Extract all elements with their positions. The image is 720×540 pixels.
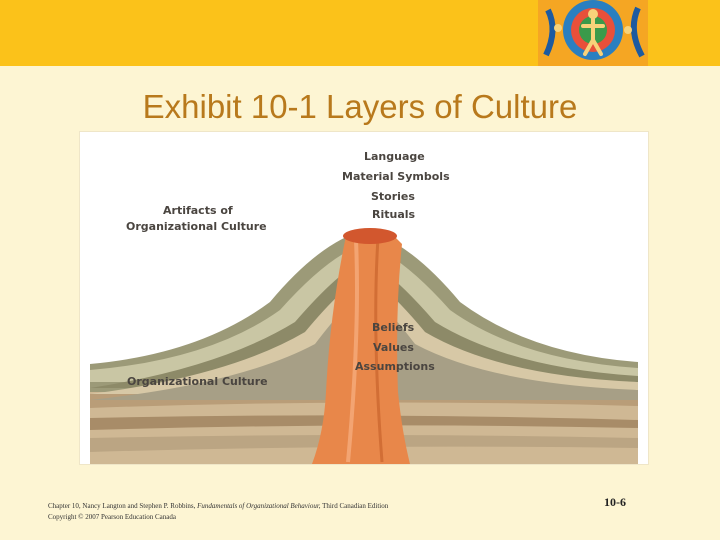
artifacts-label-line2: Organizational Culture xyxy=(126,220,267,233)
layers-of-culture-illustration: Language Material Symbols Stories Ritual… xyxy=(80,132,648,464)
organizational-culture-label: Organizational Culture xyxy=(127,375,268,388)
footer-prefix: Chapter 10, Nancy Langton and Stephen P.… xyxy=(48,502,197,510)
artifact-item-stories: Stories xyxy=(371,190,415,203)
footer-copyright: Copyright © 2007 Pearson Education Canad… xyxy=(48,512,388,523)
core-item-values: Values xyxy=(373,341,414,354)
core-item-beliefs: Beliefs xyxy=(372,321,414,334)
footer-citation: Chapter 10, Nancy Langton and Stephen P.… xyxy=(48,501,388,523)
core-item-assumptions: Assumptions xyxy=(355,360,435,373)
dancing-figures-logo-icon xyxy=(538,0,648,66)
artifact-item-material-symbols: Material Symbols xyxy=(342,170,450,183)
artifacts-label-line1: Artifacts of xyxy=(163,204,233,217)
artifact-item-language: Language xyxy=(364,150,425,163)
footer-book-title: Fundamentals of Organizational Behaviour… xyxy=(197,502,320,510)
slide-title: Exhibit 10-1 Layers of Culture xyxy=(0,88,720,126)
artifact-item-rituals: Rituals xyxy=(372,208,415,221)
footer-suffix: Third Canadian Edition xyxy=(321,502,389,510)
slide-number: 10-6 xyxy=(604,495,626,510)
